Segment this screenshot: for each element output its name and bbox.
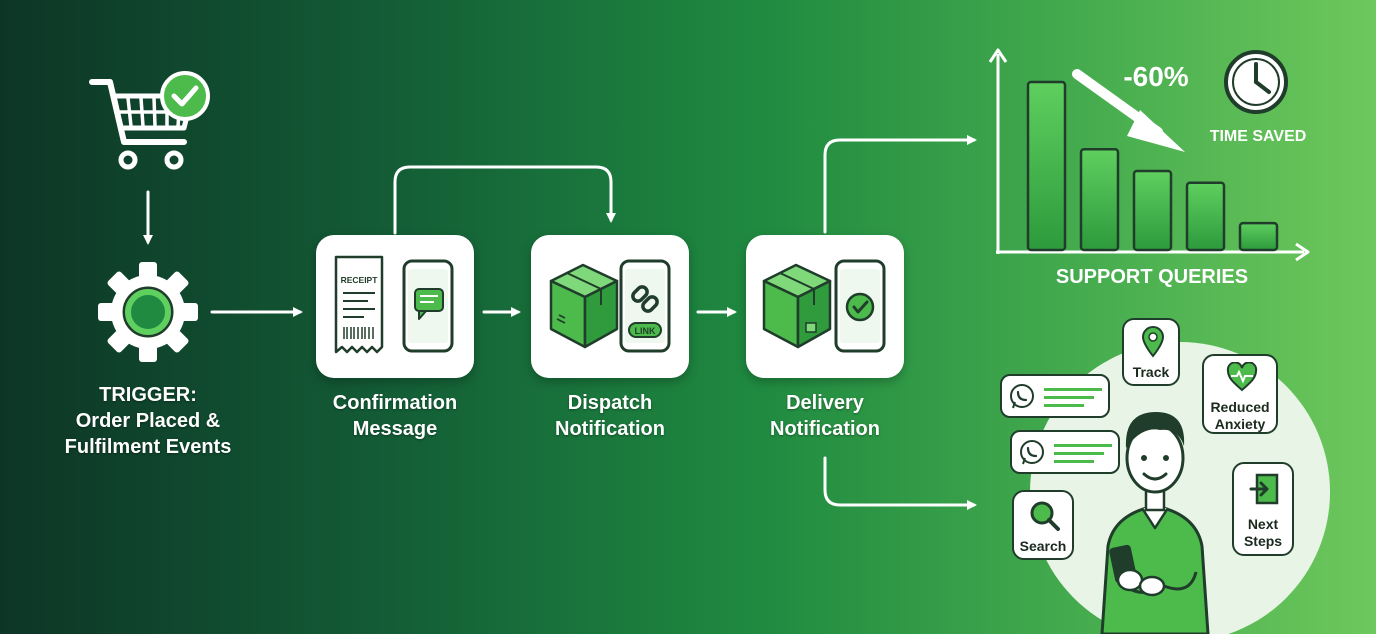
delivery-label: Delivery Notification (770, 392, 880, 440)
chart-bar-3 (1132, 169, 1173, 252)
support-queries-chart: -60% TIME SAVED SUPPORT QUERIES (988, 48, 1310, 288)
shopping-cart-icon (89, 71, 210, 170)
whatsapp-bubble-bottom (1010, 430, 1120, 474)
exit-door-icon (1249, 473, 1279, 505)
arrow-confirmation-loop (393, 165, 616, 235)
chart-bar-2 (1079, 147, 1120, 252)
dispatch-label: Dispatch Notification (555, 392, 665, 440)
confirmation-card: RECEIPT (316, 235, 474, 378)
receipt-icon: RECEIPT (334, 255, 384, 354)
customer-person-illustration (1100, 412, 1210, 634)
search-tile: Search (1012, 490, 1074, 560)
confirmation-label: Confirmation Message (332, 392, 458, 440)
chart-bar-4 (1185, 181, 1226, 252)
time-saved-badge: TIME SAVED (1210, 128, 1307, 145)
reduced-anxiety-tile: Reduced Anxiety (1202, 354, 1278, 434)
x-axis-label: SUPPORT QUERIES (1056, 266, 1248, 288)
whatsapp-icon (1020, 440, 1044, 465)
phone-icon (402, 259, 454, 353)
search-icon (1030, 501, 1060, 531)
benefits-panel: Track Reduced Anxiety Search Next Steps (990, 310, 1376, 634)
svg-text:LINK: LINK (635, 326, 656, 336)
delivery-card (746, 235, 904, 378)
package-box-icon (762, 263, 832, 349)
check-icon (845, 292, 875, 322)
phone-icon (834, 259, 886, 353)
track-tile: Track (1122, 318, 1180, 386)
whatsapp-bubble-top (1000, 374, 1110, 418)
trigger-label: TRIGGER: Order Placed & Fulfilment Event… (64, 384, 232, 458)
clock-icon (1224, 50, 1288, 114)
arrow-delivery-to-benefits (823, 456, 977, 510)
svg-text:RECEIPT: RECEIPT (341, 275, 379, 285)
arrow-delivery-to-chart (823, 135, 977, 234)
location-pin-icon (1141, 326, 1165, 358)
gear-icon (98, 262, 198, 362)
dispatch-card: LINK (531, 235, 689, 378)
down-trend-arrow (1072, 69, 1185, 152)
chart-bar-1 (1026, 80, 1067, 252)
heart-pulse-icon (1226, 362, 1258, 392)
package-box-icon (549, 263, 619, 349)
link-icon (631, 285, 659, 313)
next-steps-tile: Next Steps (1232, 462, 1294, 556)
chart-bar-5 (1238, 221, 1279, 252)
whatsapp-icon (1010, 384, 1034, 409)
reduction-annotation: -60% (1123, 61, 1188, 92)
phone-icon: LINK (619, 259, 671, 353)
